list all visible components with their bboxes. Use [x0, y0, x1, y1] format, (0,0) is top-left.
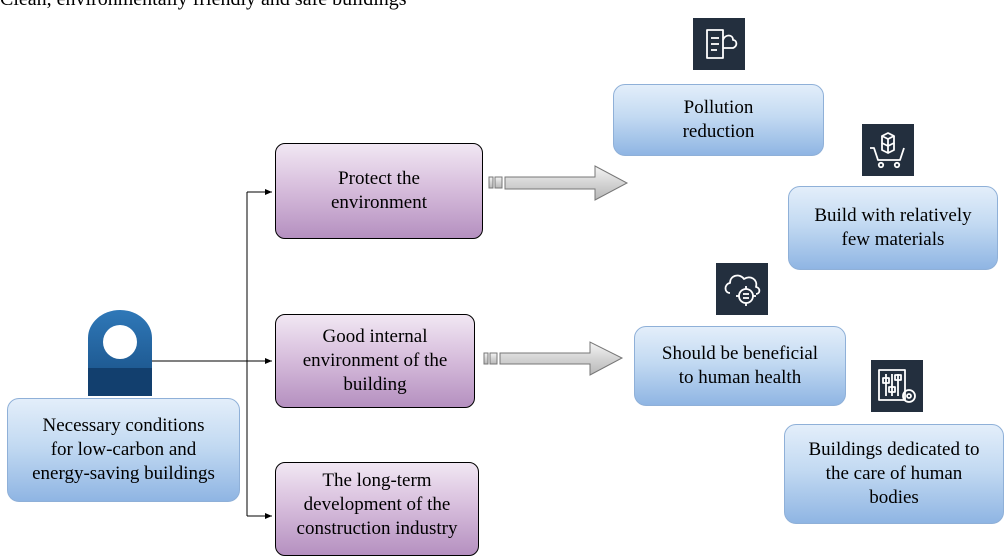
branch-1-line-2: environment — [330, 192, 428, 213]
block-arrow-top — [488, 165, 629, 201]
outcome-box-care-of-bodies: Buildings dedicated to the care of human… — [784, 424, 1004, 524]
outcome-2-line-2: few materials — [841, 229, 945, 250]
document-cloud-icon — [693, 18, 745, 70]
outcome-4-line-1: Buildings dedicated to — [808, 439, 980, 461]
outcome-box-human-health: Should be beneficial to human health — [634, 326, 846, 406]
block-arrow-middle — [483, 341, 624, 376]
outcome-3-line-2: to human health — [678, 367, 802, 388]
outcome-3-line-1: Should be beneficial — [661, 343, 819, 365]
root-line-3: energy-saving buildings — [32, 462, 215, 484]
branch-2-line-2: environment of the — [302, 350, 448, 372]
root-line-2: for low-carbon and — [50, 439, 197, 461]
branch-1-line-1: Protect the — [338, 168, 420, 190]
root-line-1: Necessary conditions — [42, 415, 205, 437]
cloud-gear-icon — [716, 263, 768, 315]
top-caption: Clean, environmentally friendly and safe… — [0, 0, 407, 11]
cart-cubes-icon — [862, 124, 914, 176]
branch-box-long-term-development: The long-term development of the constru… — [275, 462, 479, 556]
outcome-2-line-1: Build with relatively — [814, 205, 972, 227]
outcome-box-few-materials: Build with relatively few materials — [788, 186, 998, 270]
sliders-gear-icon — [871, 360, 923, 412]
branch-2-line-3: building — [343, 373, 407, 395]
person-icon — [88, 310, 152, 396]
outcome-4-line-3: bodies — [869, 486, 919, 508]
outcome-box-pollution-reduction: Pollution reduction — [613, 84, 824, 156]
root-box: Necessary conditions for low-carbon and … — [7, 398, 240, 502]
branch-3-line-1: The long-term — [322, 470, 432, 491]
outcome-1-line-2: reduction — [682, 121, 755, 142]
branch-box-protect-environment: Protect the environment — [275, 143, 483, 239]
branch-3-line-2: development of the — [303, 493, 451, 515]
branch-2-line-1: Good internal — [322, 326, 428, 348]
branch-3-line-3: construction industry — [296, 517, 458, 539]
branch-box-internal-environment: Good internal environment of the buildin… — [275, 314, 475, 408]
outcome-4-line-2: the care of human — [825, 463, 963, 485]
outcome-1-line-1: Pollution — [683, 97, 754, 119]
